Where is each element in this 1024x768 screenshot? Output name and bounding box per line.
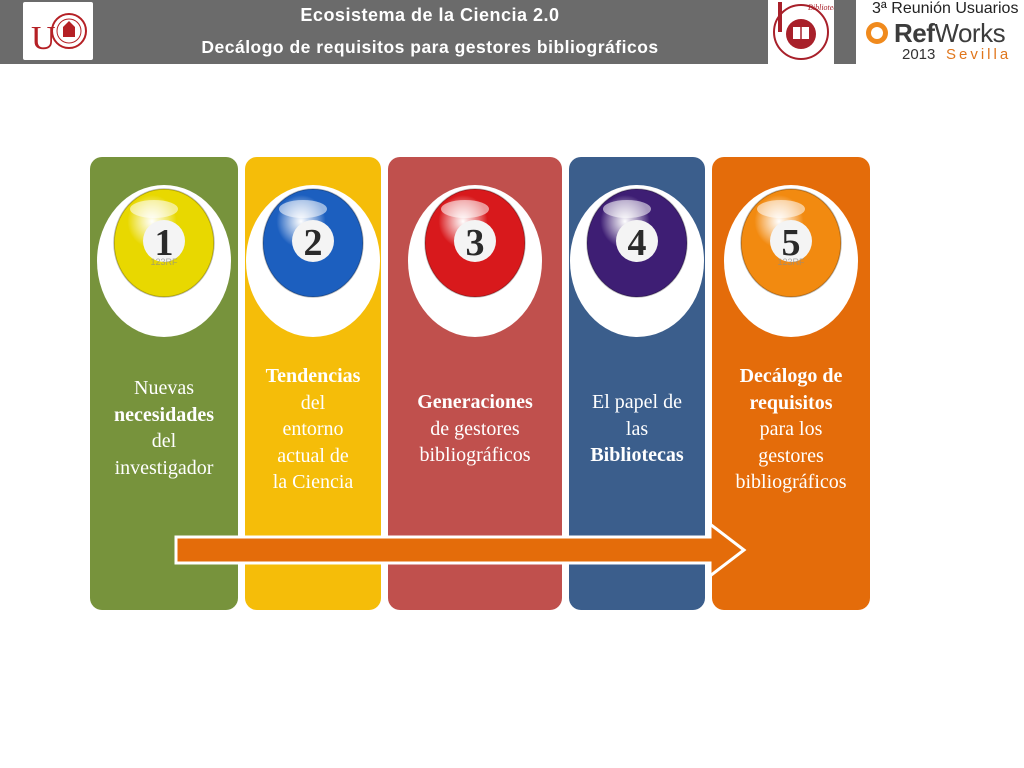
- watermark: 123RF: [777, 257, 805, 267]
- page-subtitle: Decálogo de requisitos para gestores bib…: [201, 37, 659, 57]
- label-line: la Ciencia: [272, 471, 354, 493]
- label-line: investigador: [114, 456, 214, 479]
- biblioteca-logo: Biblioteca: [768, 0, 841, 64]
- ball-4-icon: 4: [586, 188, 688, 298]
- ball-number: 5: [782, 222, 801, 264]
- page-title: Ecosistema de la Ciencia 2.0: [300, 5, 560, 25]
- label-line: Nuevas: [134, 377, 194, 399]
- universidad-sevilla-logo: U: [23, 2, 93, 60]
- label-line: del: [300, 391, 326, 414]
- refworks-brand-ref: Ref: [894, 18, 935, 48]
- ball-number: 2: [304, 222, 323, 264]
- column-5-label: Decálogo de requisitos para los gestores bib…: [716, 363, 866, 496]
- label-line: Decálogo de: [739, 365, 843, 387]
- ball-number: 4: [628, 222, 647, 264]
- refworks-event: 3ª Reunión Usuarios: [872, 0, 1019, 17]
- watermark: 123RF: [150, 257, 178, 267]
- column-3-label: Generaciones de gestores bibliográficos: [392, 389, 558, 469]
- refworks-year: 2013: [902, 46, 936, 63]
- biblioteca-text: Biblioteca: [808, 3, 834, 12]
- label-line: El papel de: [592, 391, 682, 413]
- label-line: entorno: [282, 418, 344, 440]
- column-1-label: Nuevas necesidades del investigador: [94, 375, 234, 481]
- label-line: Bibliotecas: [590, 444, 684, 466]
- label-line: gestores: [758, 444, 824, 467]
- label-line: necesidades: [114, 403, 214, 426]
- label-line: de gestores: [430, 417, 520, 440]
- refworks-logo: 3ª Reunión Usuarios RefWorks 2013 Sevill…: [860, 0, 1024, 66]
- ball-number: 3: [466, 222, 485, 264]
- label-line: Generaciones: [417, 391, 533, 413]
- label-line: del: [151, 430, 177, 452]
- progress-arrow: [174, 520, 747, 580]
- logo-us-letter: U: [31, 20, 56, 57]
- university-seal-icon: U: [31, 13, 87, 57]
- refworks-brand-works: Works: [934, 18, 1006, 48]
- label-line: las: [625, 417, 649, 440]
- column-2-label: Tendencias del entorno actual de la Ciencia: [249, 363, 377, 496]
- header-bar: U Ecosistema de la Ciencia 2.0 Decálogo …: [0, 0, 856, 64]
- refworks-brand: RefWorks: [894, 18, 1006, 49]
- ball-number: 1: [155, 222, 174, 264]
- column-3: 3 Generaciones de gestores bibliográficos: [388, 157, 562, 610]
- ball-3-icon: 3: [424, 188, 526, 298]
- label-line: Tendencias: [265, 365, 361, 387]
- label-line: bibliográficos: [735, 471, 847, 493]
- label-line: para los: [759, 418, 823, 440]
- column-2: 2 Tendencias del entorno actual de la Cienci…: [245, 157, 381, 610]
- biblioteca-seal-icon: Biblioteca: [773, 2, 841, 60]
- refworks-circle-icon: [866, 22, 888, 44]
- label-line: bibliográficos: [419, 444, 531, 466]
- label-line: actual de: [277, 444, 349, 467]
- label-line: requisitos: [749, 391, 833, 414]
- ball-2-icon: 2: [262, 188, 364, 298]
- refworks-city: Sevilla: [946, 46, 1012, 63]
